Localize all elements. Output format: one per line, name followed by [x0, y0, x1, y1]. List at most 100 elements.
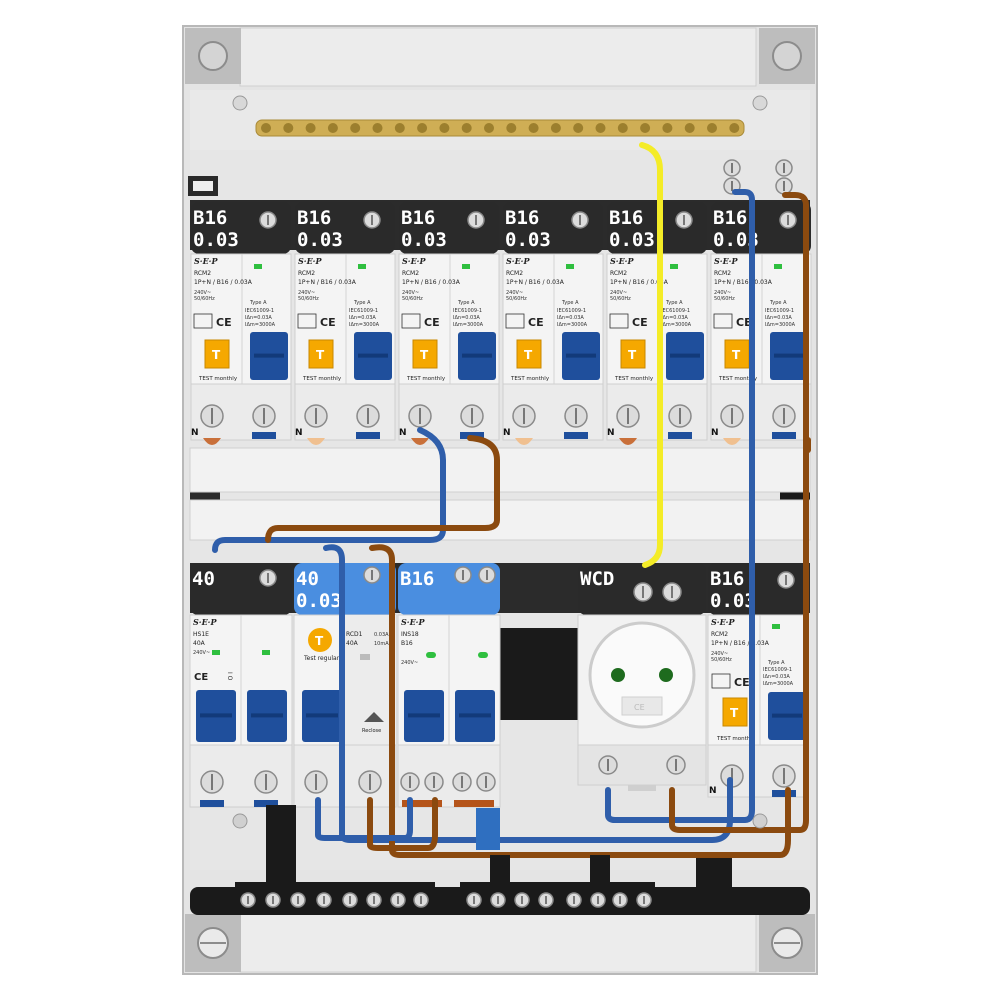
neutral-label: N — [191, 428, 199, 438]
brand-logo: S·E·P — [193, 617, 217, 627]
icn-text: IΔm=3000A — [453, 322, 484, 328]
busbar-screw — [439, 123, 450, 133]
busbar-screw — [640, 123, 651, 133]
freq-text: 50/60Hz — [711, 657, 732, 663]
screw-icon — [232, 813, 248, 829]
test-button-label: T — [732, 348, 741, 362]
model-text: RCM2 — [506, 270, 523, 277]
rating-label: B16 — [713, 207, 747, 229]
test-button-label: T — [315, 634, 324, 648]
busbar-screw — [350, 123, 361, 133]
spec-text: 1P+N / B16 / 0.03A — [711, 640, 770, 647]
earth-wire — [639, 142, 663, 568]
live-wire — [369, 544, 791, 858]
ce-mark-icon: CE — [528, 316, 544, 329]
type-text: Type A — [561, 300, 579, 306]
rating-label: B16 — [609, 207, 643, 229]
freq-text: 50/60Hz — [610, 296, 631, 302]
voltage-text: 240V~ — [711, 651, 728, 657]
indicator-led — [566, 264, 574, 269]
reset-text: Reclose — [362, 728, 381, 734]
live-wire — [265, 435, 500, 543]
cert-mark-icon — [297, 313, 317, 329]
corner-top-left — [185, 28, 241, 84]
type-text: Type A — [457, 300, 475, 306]
freq-text: 50/60Hz — [194, 296, 215, 302]
icn-text: IΔm=3000A — [763, 681, 794, 687]
indicator-led — [358, 264, 366, 269]
test-button-label: T — [524, 348, 533, 362]
voltage-text: 240V~ — [402, 290, 419, 296]
busbar-screw — [417, 123, 428, 133]
voltage-text: 240V~ — [506, 290, 523, 296]
neutral-label: N — [709, 786, 717, 796]
handle-line — [670, 353, 700, 358]
terminal-block — [577, 744, 707, 786]
terminal-sleeve — [356, 432, 380, 439]
neutral-wire — [605, 189, 755, 823]
brand-logo: S·E·P — [711, 617, 735, 627]
icn-text: 10mA — [374, 641, 389, 647]
brand-logo: S·E·P — [714, 256, 738, 266]
std-text: IEC61009-1 — [661, 308, 690, 314]
voltage-text: 240V~ — [714, 290, 731, 296]
spec-text: 1P+N / B16 / 0.03A — [298, 279, 357, 286]
rail-stub — [190, 490, 220, 500]
model-text: RCM2 — [610, 270, 627, 277]
icn-text: IΔm=3000A — [661, 322, 692, 328]
icn-text: IΔm=3000A — [557, 322, 588, 328]
model-text: RCM2 — [711, 631, 728, 638]
neutral-wire — [315, 797, 413, 841]
screw-icon — [752, 95, 768, 111]
spec-text: 1P+N / B16 / 0.03A — [714, 279, 773, 286]
socket-face — [588, 621, 696, 729]
handle-line — [774, 353, 804, 358]
handle-line — [358, 353, 388, 358]
terminal-sleeve — [454, 800, 494, 807]
test-button-label: T — [212, 348, 221, 362]
brand-logo: S·E·P — [402, 256, 426, 266]
socket-hole — [611, 668, 625, 682]
test-button — [308, 628, 332, 652]
std-text: IEC61009-1 — [765, 308, 794, 314]
indicator-led — [462, 264, 470, 269]
socket-hole — [659, 668, 673, 682]
rating-label: B16 — [193, 207, 227, 229]
test-text: TEST monthly — [718, 376, 758, 382]
idn-text: IΔn=0.03A — [763, 674, 790, 680]
neutral-label: N — [711, 428, 719, 438]
rating-label: B16 — [400, 568, 434, 590]
busbar-screw — [327, 123, 338, 133]
ce-mark-icon: CE — [194, 672, 208, 683]
busbar-screw — [461, 123, 472, 133]
std-text: IEC61009-1 — [349, 308, 378, 314]
idn-text: IΔn=0.03A — [661, 315, 688, 321]
terminal-sleeve — [200, 800, 224, 807]
terminal-sleeve — [564, 432, 588, 439]
test-button-label: T — [316, 348, 325, 362]
brand-logo: S·E·P — [298, 256, 322, 266]
busbar-screw — [550, 123, 561, 133]
model-text: RCM2 — [402, 270, 419, 277]
label-plate — [398, 563, 500, 615]
indicator-led — [426, 652, 436, 658]
neutral-label: N — [399, 428, 407, 438]
idn-text: IΔn=0.03A — [245, 315, 272, 321]
handle-line — [306, 713, 338, 718]
test-button-label: T — [730, 706, 739, 720]
model-text: INS18 — [401, 631, 419, 638]
busbar-screw — [506, 123, 517, 133]
ce-mark-icon: CE — [216, 316, 232, 329]
